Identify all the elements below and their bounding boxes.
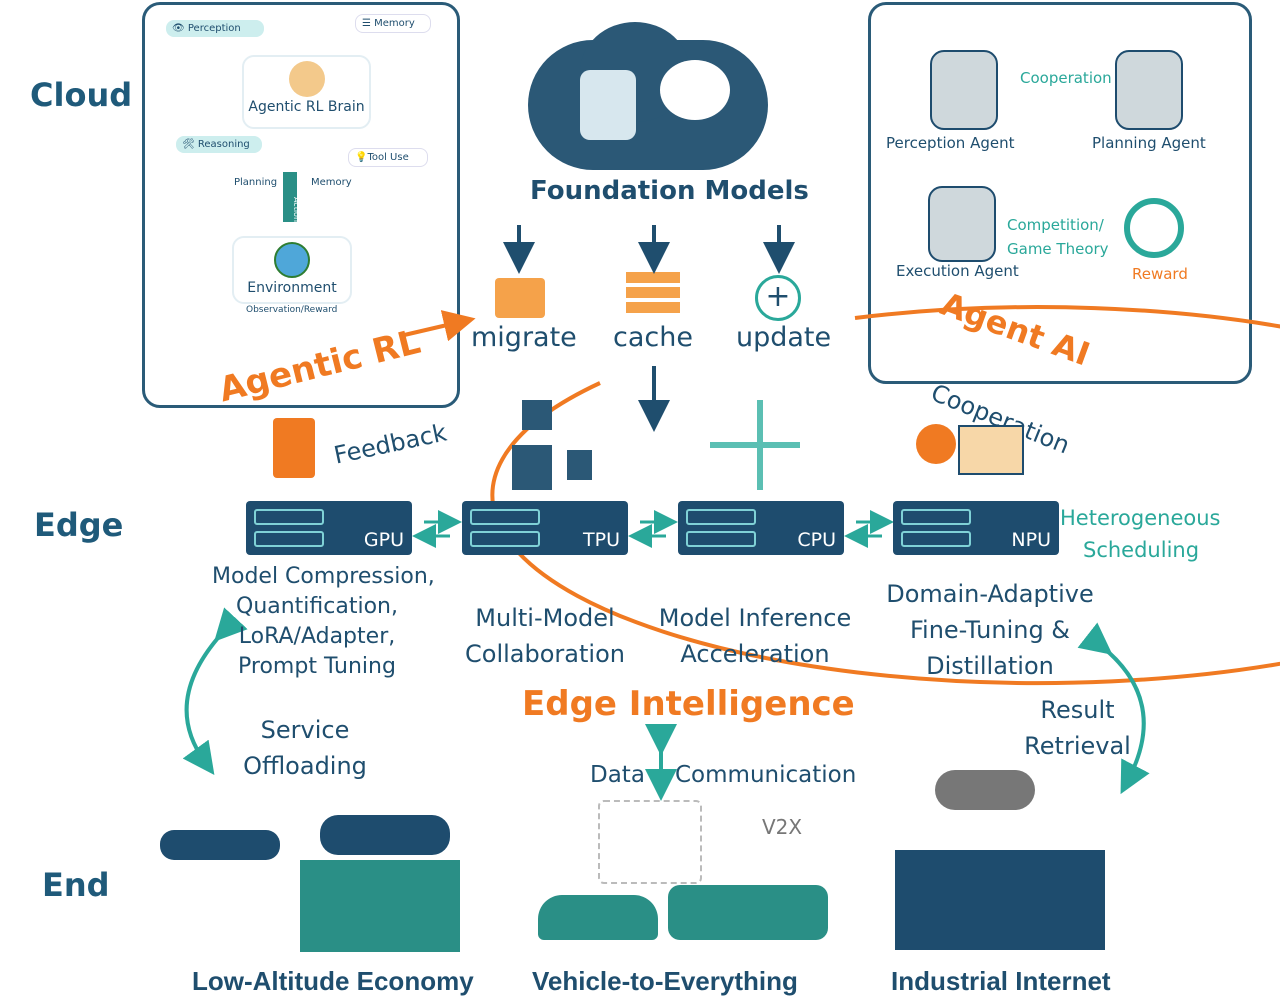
v2x-network-icon	[598, 800, 702, 884]
book-icon	[958, 425, 1024, 475]
reasoning-node: 🛠 Reasoning	[176, 136, 262, 153]
checklist-icon: ☰	[362, 18, 375, 29]
brain-icon	[288, 61, 325, 97]
memory-node: ☰ Memory	[355, 14, 431, 33]
data-label: Data	[590, 762, 645, 788]
perception-agent-label: Perception Agent	[886, 134, 1015, 152]
bus-icon	[668, 885, 828, 940]
server-cpu: CPU	[678, 501, 844, 555]
robot-icon	[928, 186, 996, 262]
planning-agent-label: Planning Agent	[1092, 134, 1206, 152]
smoke-icon	[935, 770, 1035, 810]
reward-cycle-icon	[1124, 198, 1184, 258]
industrial-internet-label: Industrial Internet	[891, 966, 1111, 996]
environment-node: Environment	[232, 236, 352, 304]
compression-text: Model Compression,Quantification,LoRA/Ad…	[212, 564, 435, 679]
op-update: update	[736, 322, 832, 353]
brain-node: Agentic RL Brain	[242, 55, 371, 129]
cross-arrows-icon	[710, 400, 800, 490]
car-icon	[538, 895, 658, 940]
tools-icon: 🛠	[182, 139, 198, 150]
execution-agent-label: Execution Agent	[896, 262, 1019, 280]
low-altitude-economy-label: Low-Altitude Economy	[192, 966, 474, 996]
globe-icon	[274, 242, 310, 278]
update-icon: +	[755, 275, 801, 321]
service-offloading-arrow	[182, 607, 248, 775]
multi-server-icon	[512, 400, 592, 490]
cooperation-label: Cooperation	[1020, 69, 1112, 87]
factory-icon	[895, 850, 1105, 950]
stack-icon	[626, 272, 680, 316]
result-retrieval-arrow	[1077, 622, 1150, 795]
lightbulb-icon: 💡	[355, 152, 368, 163]
edge-intelligence-label: Edge Intelligence	[522, 684, 855, 724]
database-icon	[580, 70, 636, 140]
memory-label: Memory	[311, 177, 352, 188]
boxes-icon	[495, 278, 545, 318]
v2x-scenario-label: Vehicle-to-Everything	[532, 966, 798, 996]
reward-label: Reward	[1132, 265, 1188, 283]
game-theory-label: Game Theory	[1007, 240, 1109, 258]
hetero-label: Heterogeneous	[1060, 506, 1221, 530]
tier-cloud: Cloud	[30, 76, 133, 114]
op-migrate: migrate	[471, 322, 577, 353]
tier-edge: Edge	[34, 506, 124, 544]
foundation-models-title: Foundation Models	[530, 176, 809, 206]
robot-icon	[930, 50, 998, 130]
v2x-label: V2X	[762, 815, 803, 839]
competition-label: Competition/	[1007, 216, 1104, 234]
drone-icon	[160, 830, 280, 860]
robot-icon	[1115, 50, 1183, 130]
feedback-arrow	[399, 310, 476, 342]
tier-end: End	[42, 866, 110, 904]
scheduling-label: Scheduling	[1083, 538, 1200, 562]
server-tpu: TPU	[462, 501, 628, 555]
server-npu: NPU	[893, 501, 1059, 555]
observation-label: Observation/Reward	[246, 305, 338, 315]
tool-use-node: 💡Tool Use	[348, 148, 428, 167]
gear-icon	[916, 424, 956, 464]
perception-node: 👁 Perception	[166, 20, 264, 37]
op-cache: cache	[613, 322, 693, 353]
server-gpu: GPU	[246, 501, 412, 555]
drone-icon	[320, 815, 450, 855]
compression-icon	[273, 418, 315, 478]
thought-bubble-icon	[660, 60, 730, 120]
planning-label: Planning	[234, 177, 278, 188]
buildings-icon	[300, 860, 460, 952]
communication-label: Communication	[675, 762, 857, 788]
eye-icon: 👁	[172, 23, 188, 34]
action-arrow	[283, 172, 297, 222]
